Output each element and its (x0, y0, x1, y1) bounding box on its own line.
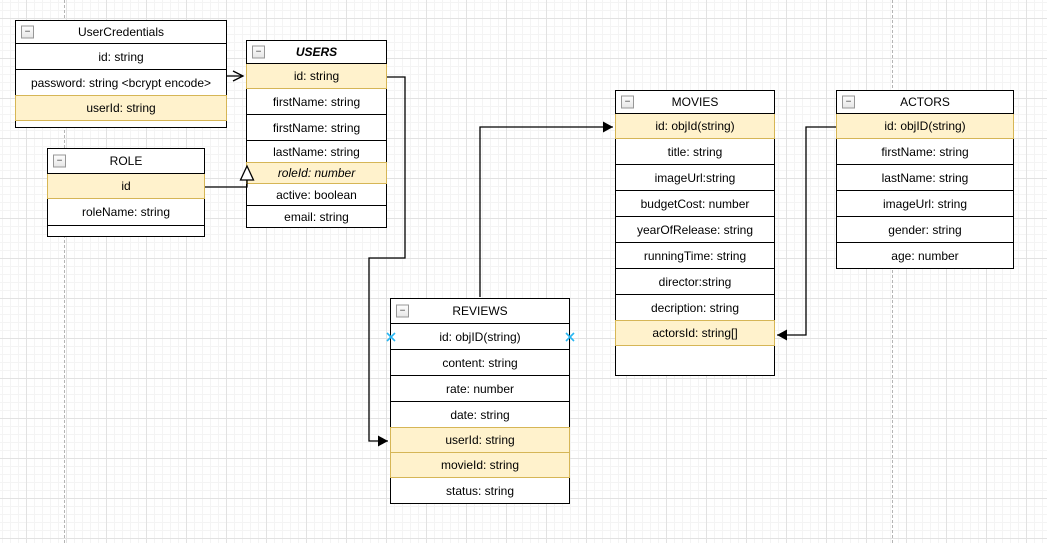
entity-row[interactable]: email: string (246, 206, 387, 228)
entity-row[interactable]: movieId: string (390, 452, 570, 478)
entity-usercredentials-header[interactable]: − UserCredentials (15, 20, 227, 44)
entity-row[interactable]: roleName: string (47, 199, 205, 226)
entity-row[interactable]: id: string (15, 44, 227, 70)
entity-title: USERS (295, 45, 338, 59)
entity-movies[interactable]: − MOVIES id: objId(string) title: string… (615, 90, 775, 376)
entity-row[interactable]: yearOfRelease: string (615, 217, 775, 243)
entity-row[interactable]: content: string (390, 350, 570, 376)
entity-row[interactable]: imageUrl:string (615, 165, 775, 191)
edge-reviews-movies[interactable] (479, 121, 613, 297)
collapse-icon[interactable]: − (842, 95, 855, 109)
entity-actors-header[interactable]: − ACTORS (836, 90, 1014, 114)
entity-reviews-header[interactable]: − REVIEWS (390, 298, 570, 324)
entity-users-header[interactable]: − USERS (246, 40, 387, 64)
entity-movies-header[interactable]: − MOVIES (615, 90, 775, 114)
entity-row[interactable]: id: string (246, 63, 387, 89)
entity-row[interactable]: password: string <bcrypt encode> (15, 70, 227, 96)
entity-row[interactable]: userId: string (15, 95, 227, 121)
entity-actors[interactable]: − ACTORS id: objID(string) firstName: st… (836, 90, 1014, 269)
entity-row[interactable]: decription: string (615, 295, 775, 321)
entity-row[interactable]: firstName: string (836, 139, 1014, 165)
page-boundary-guide-right (892, 0, 893, 543)
entity-row[interactable]: active: boolean (246, 184, 387, 206)
entity-row[interactable]: date: string (390, 402, 570, 428)
entity-row[interactable]: id (47, 173, 205, 199)
entity-bottom-strip (47, 226, 205, 237)
entity-bottom-strip (15, 121, 227, 128)
entity-row[interactable]: id: objID(string) (836, 113, 1014, 139)
entity-row[interactable]: runningTime: string (615, 243, 775, 269)
entity-row[interactable]: gender: string (836, 217, 1014, 243)
entity-title: REVIEWS (452, 304, 508, 318)
entity-reviews[interactable]: − REVIEWS id: objID(string) content: str… (390, 298, 570, 504)
entity-row[interactable]: status: string (390, 478, 570, 504)
entity-usercredentials[interactable]: − UserCredentials id: string password: s… (15, 20, 227, 128)
entity-row[interactable]: userId: string (390, 427, 570, 453)
page-boundary-guide-left (64, 0, 65, 543)
entity-title: MOVIES (671, 95, 719, 109)
collapse-icon[interactable]: − (53, 154, 66, 168)
entity-row[interactable]: budgetCost: number (615, 191, 775, 217)
entity-row[interactable]: title: string (615, 139, 775, 165)
edge-role-users[interactable] (205, 180, 248, 188)
entity-row[interactable]: id: objID(string) (390, 324, 570, 350)
entity-row[interactable]: actorsId: string[] (615, 320, 775, 346)
entity-row[interactable]: rate: number (390, 376, 570, 402)
entity-row[interactable]: firstName: string (246, 89, 387, 115)
entity-row[interactable]: age: number (836, 243, 1014, 269)
entity-row[interactable]: director:string (615, 269, 775, 295)
entity-title: ROLE (109, 154, 143, 168)
entity-row[interactable]: lastName: string (836, 165, 1014, 191)
collapse-icon[interactable]: − (21, 25, 34, 39)
entity-title: ACTORS (900, 95, 950, 109)
entity-row[interactable]: roleId: number (246, 162, 387, 184)
collapse-icon[interactable]: − (621, 95, 634, 109)
entity-role[interactable]: − ROLE id roleName: string (47, 148, 205, 237)
edge-actors-movies[interactable] (777, 126, 836, 341)
entity-users[interactable]: − USERS id: string firstName: string fir… (246, 40, 387, 228)
collapse-icon[interactable]: − (252, 45, 265, 59)
collapse-icon[interactable]: − (396, 304, 409, 318)
entity-row[interactable]: id: objId(string) (615, 113, 775, 139)
entity-bottom-strip (615, 346, 775, 376)
entity-row[interactable]: imageUrl: string (836, 191, 1014, 217)
entity-role-header[interactable]: − ROLE (47, 148, 205, 174)
entity-row[interactable]: lastName: string (246, 141, 387, 163)
entity-row[interactable]: firstName: string (246, 115, 387, 141)
entity-title: UserCredentials (77, 25, 165, 39)
